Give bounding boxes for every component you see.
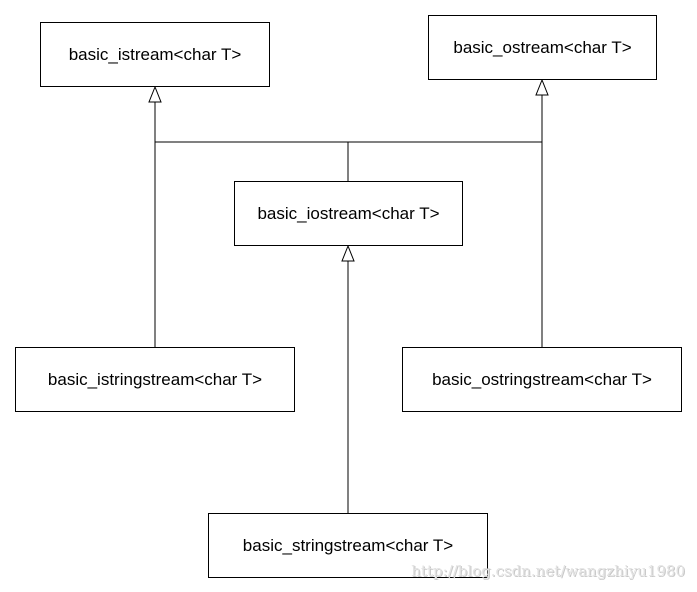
class-label-basic-ostream: basic_ostream<char T> xyxy=(453,37,632,57)
class-box-basic-ostringstream: basic_ostringstream<char T> xyxy=(402,347,682,412)
class-box-basic-istringstream: basic_istringstream<char T> xyxy=(15,347,295,412)
watermark-text: http://blog.csdn.net/wangzhiyu1980 xyxy=(411,562,685,580)
class-label-basic-istream: basic_istream<char T> xyxy=(68,44,242,64)
arrowhead-basic-istream xyxy=(148,85,162,103)
arrowhead-basic-ostream xyxy=(535,78,549,96)
class-label-basic-istringstream: basic_istringstream<char T> xyxy=(47,369,263,389)
class-label-basic-ostringstream: basic_ostringstream<char T> xyxy=(432,369,652,389)
arrowhead-basic-iostream xyxy=(341,244,355,262)
class-label-basic-stringstream: basic_stringstream<char T> xyxy=(242,535,454,555)
class-box-basic-istream: basic_istream<char T> xyxy=(40,22,270,87)
class-box-basic-ostream: basic_ostream<char T> xyxy=(428,15,657,80)
class-label-basic-iostream: basic_iostream<char T> xyxy=(257,203,440,223)
class-box-basic-stringstream: basic_stringstream<char T> xyxy=(208,513,488,578)
class-box-basic-iostream: basic_iostream<char T> xyxy=(234,181,463,246)
